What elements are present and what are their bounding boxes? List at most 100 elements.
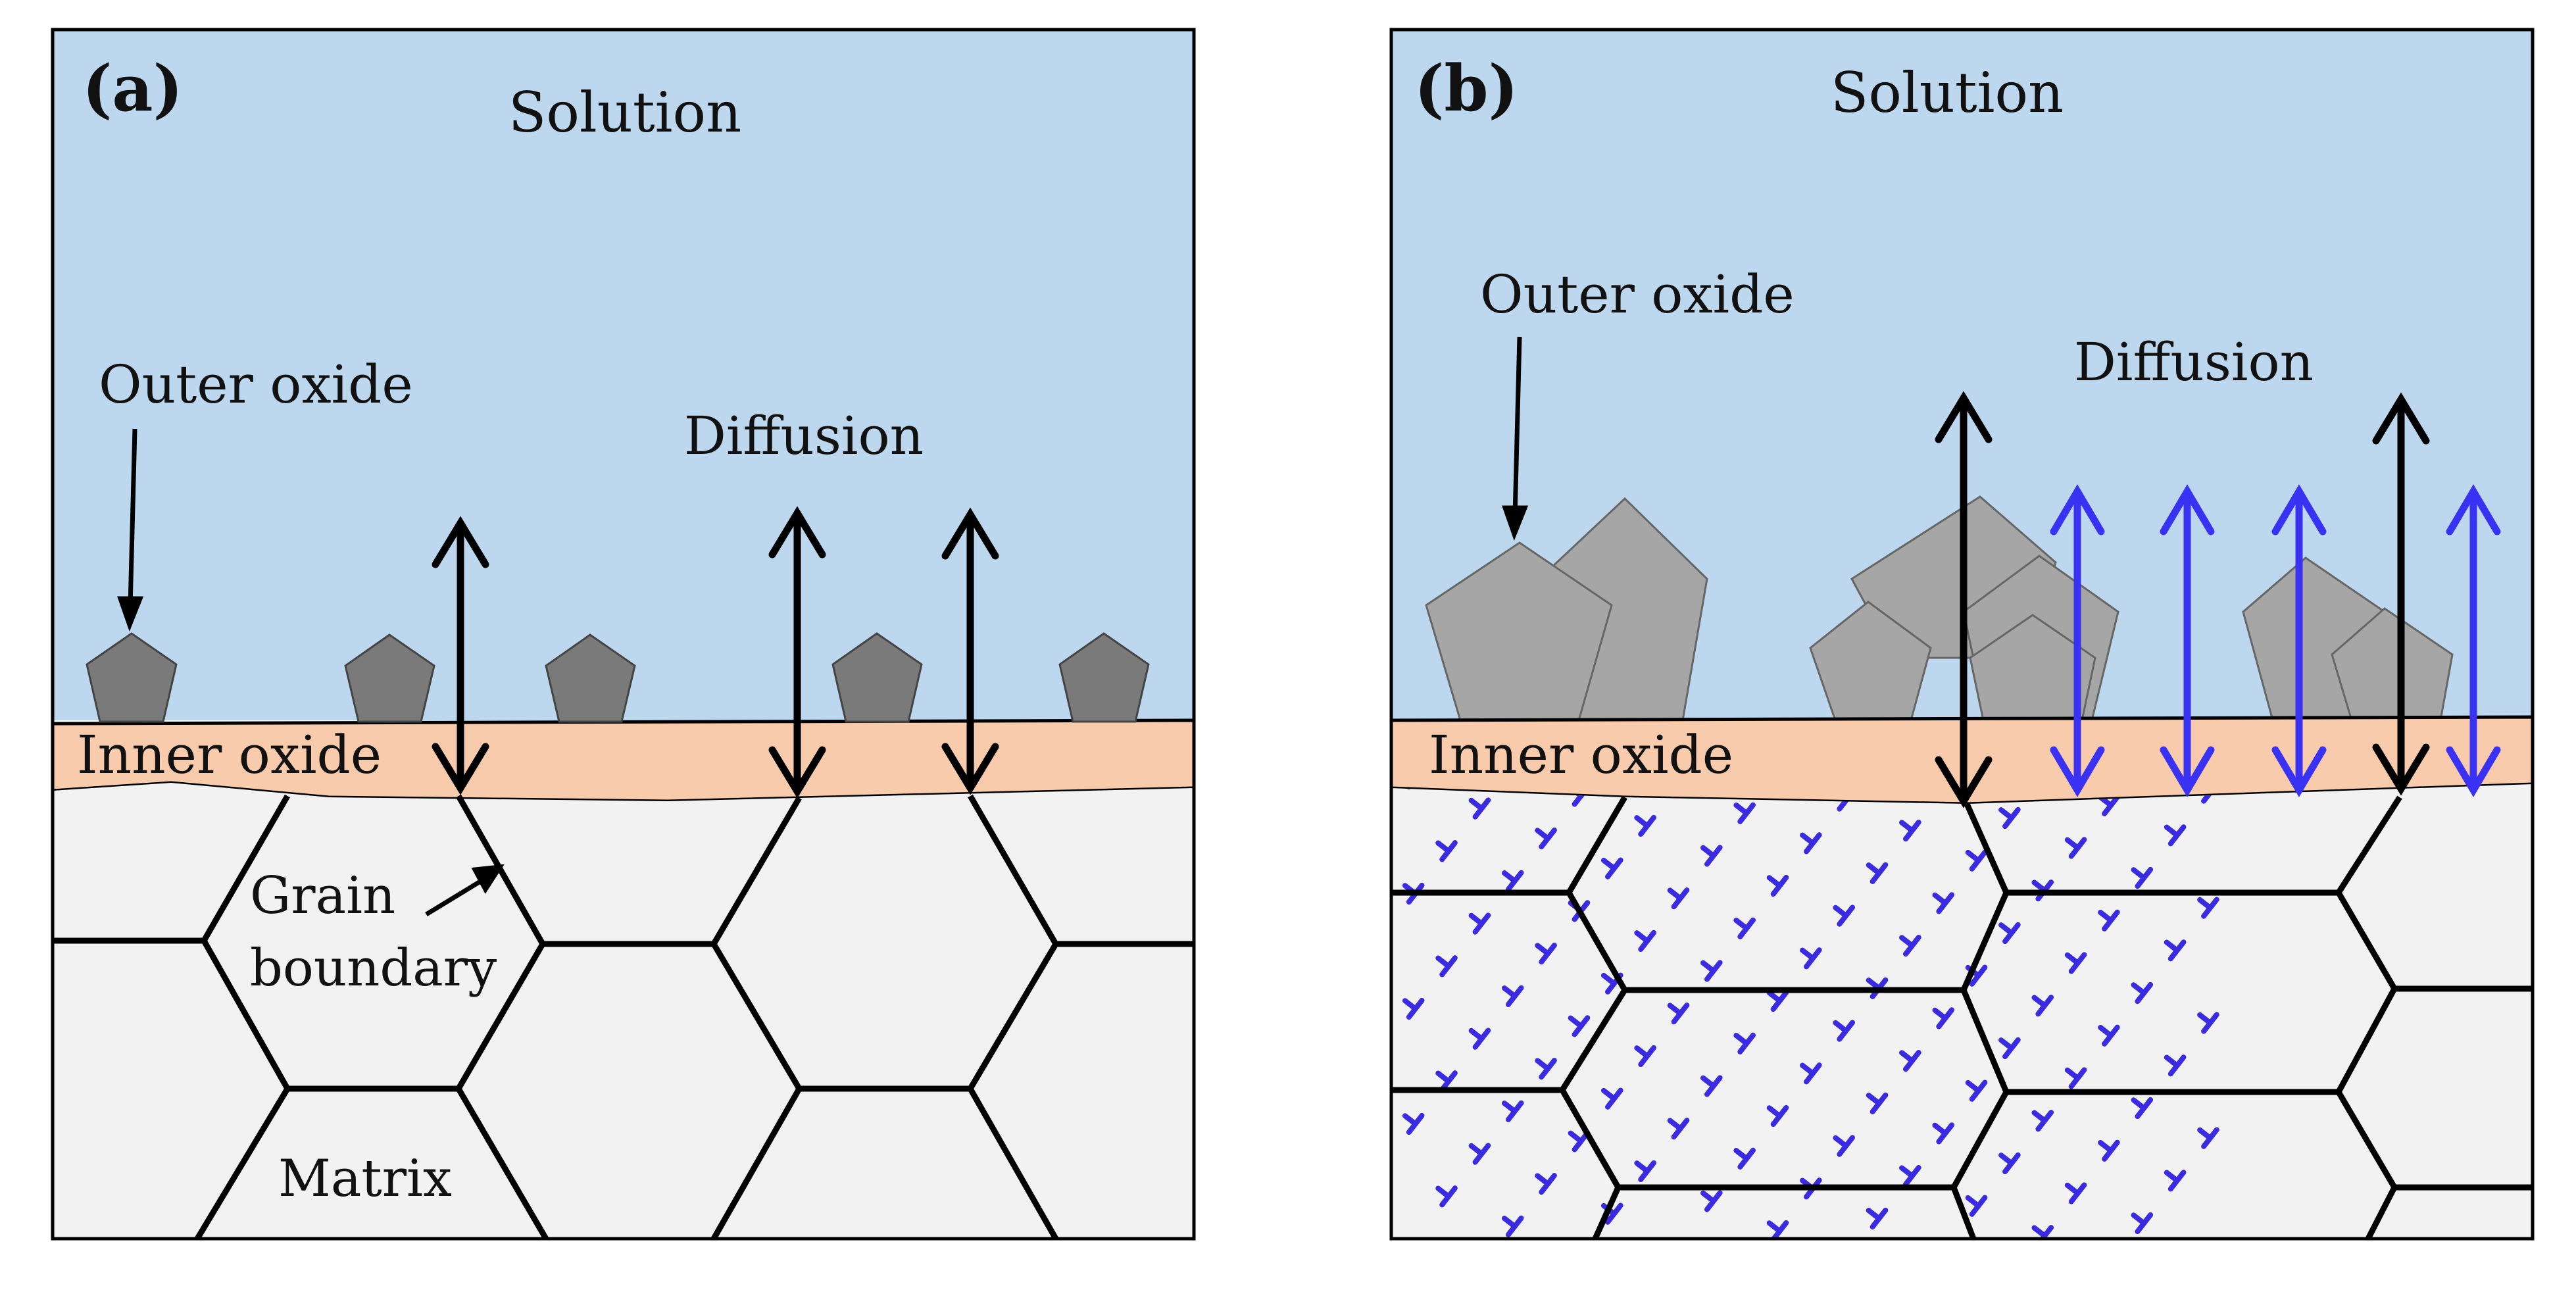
panel-frame (1389, 28, 2535, 1241)
dislocation-icon (1435, 955, 1458, 978)
matrix-label: Matrix (278, 1149, 452, 1208)
dislocation-icon (1535, 827, 1557, 850)
dislocation-icon (1501, 870, 1524, 892)
dislocation-icon (1965, 1195, 1988, 1217)
dislocation-icon (1866, 1207, 1889, 1229)
dislocation-icon (1899, 1164, 1921, 1187)
dislocation-icon (1700, 1190, 1723, 1212)
panel-b: (b) Solution Outer oxide Diffusion Inner… (1389, 28, 2535, 1241)
dislocation-icon (2064, 837, 2087, 859)
dislocation-icon (2197, 1127, 2219, 1149)
solution-region (53, 30, 1194, 720)
dislocation-icon (1800, 832, 1822, 855)
arrowhead-icon (117, 596, 144, 632)
dislocation-icon (1998, 922, 2021, 945)
dislocation-icon (1965, 1079, 1988, 1102)
dislocation-icon (1468, 1028, 1491, 1050)
oxide-pentagon (1058, 632, 1150, 723)
double-arrow-icon (1935, 391, 1993, 808)
dislocation-icon (2164, 1054, 2187, 1077)
arrowhead-icon (471, 864, 505, 894)
dislocation-icon (1468, 1143, 1491, 1165)
double-arrow-icon (2372, 392, 2430, 796)
dislocation-icon (2031, 995, 2054, 1017)
outer-oxide-particles (86, 632, 1150, 723)
solution-label: Solution (508, 80, 741, 145)
double-arrow-icon (768, 506, 826, 799)
dislocation-icon (1634, 930, 1656, 953)
diffusion-arrows-black (1935, 391, 2430, 808)
dislocation-icon (2064, 1182, 2087, 1204)
dislocation-icon (1501, 985, 1524, 1007)
dislocation-icon (2164, 1170, 2187, 1192)
dislocation-icon (1833, 1020, 1855, 1042)
dislocation-icon (2064, 952, 2087, 974)
double-arrow-icon (2050, 484, 2105, 797)
dislocation-icon (2098, 1139, 2120, 1162)
dislocation-icon (2131, 1212, 2154, 1235)
arrowhead-icon (1502, 505, 1529, 541)
dislocation-icon (2164, 824, 2187, 847)
dislocation-icon (1468, 912, 1491, 935)
oxide-pentagon (344, 633, 435, 723)
grain-boundary-label-line1: Grain (250, 866, 395, 926)
pointer-arrows (1502, 336, 1529, 541)
outer-oxide-label: Outer oxide (99, 354, 413, 415)
dislocation-icon (1800, 947, 1822, 970)
dislocation-icon (1866, 1092, 1889, 1114)
dislocation-icon (1833, 905, 1855, 927)
dislocation-icon (1634, 1160, 1656, 1183)
dislocation-icon (1600, 857, 1623, 880)
diffusion-label: Diffusion (684, 405, 924, 466)
dislocation-icon (1733, 1147, 1756, 1170)
double-arrow-icon (2271, 484, 2327, 797)
panel-tag: (a) (82, 51, 183, 126)
dislocation-icon (1402, 997, 1425, 1020)
dislocation-icon (1932, 892, 1955, 914)
dislocation-icon (1866, 862, 1889, 884)
diffusion-arrows-blue (2050, 484, 2501, 797)
dislocation-icon (1700, 1075, 1723, 1097)
oxide-pentagon (831, 632, 923, 723)
dislocation-icon (1435, 1070, 1458, 1093)
dislocation-icon (1932, 1007, 1955, 1030)
panel-a: (a) Solution Outer oxide Diffusion Inner… (51, 28, 1196, 1241)
panel-frame (51, 28, 1196, 1241)
dislocation-icon (1965, 849, 1988, 872)
diffusion-label: Diffusion (2074, 332, 2314, 393)
dislocation-icon (1733, 1032, 1756, 1054)
dislocation-icon (1501, 1215, 1524, 1237)
dislocation-icon (1998, 806, 2021, 830)
dislocation-icon (2197, 1012, 2219, 1034)
dislocation-icon (1402, 1112, 1425, 1135)
dislocation-icon (1998, 1152, 2021, 1175)
dislocation-icon (1634, 1045, 1656, 1068)
dislocation-icon (1700, 960, 1723, 982)
grain-boundaries (1391, 795, 2533, 1239)
dislocation-icon (1932, 1122, 1955, 1145)
dislocation-icon (2098, 1024, 2120, 1047)
panel-tag: (b) (1414, 51, 1518, 126)
dislocation-icon (1766, 989, 1789, 1012)
dislocation-icon (1535, 1057, 1557, 1080)
dislocation-icon (1733, 917, 1756, 939)
solution-label: Solution (1831, 61, 2064, 125)
dislocation-icon (1600, 1087, 1623, 1110)
dislocation-icon (2131, 866, 2154, 889)
dislocation-icon (2031, 1110, 2054, 1132)
dislocation-icon (1833, 1135, 1855, 1157)
dislocation-icon (2197, 897, 2219, 919)
pointer-arrows (117, 428, 505, 916)
outer-oxide-particles (1425, 495, 2454, 722)
dislocation-icon (1634, 814, 1656, 837)
dislocation-icon (1667, 1003, 1690, 1025)
dislocation-icon (1667, 1118, 1690, 1140)
dislocation-icon (2131, 1097, 2154, 1120)
dislocation-icon (2098, 909, 2120, 931)
dislocation-icon (1535, 1172, 1557, 1195)
outer-oxide-label: Outer oxide (1480, 264, 1795, 325)
dislocation-icon (1899, 1049, 1921, 1072)
grain-boundary-label-line2: boundary (250, 939, 497, 998)
double-arrow-icon (2160, 484, 2215, 797)
